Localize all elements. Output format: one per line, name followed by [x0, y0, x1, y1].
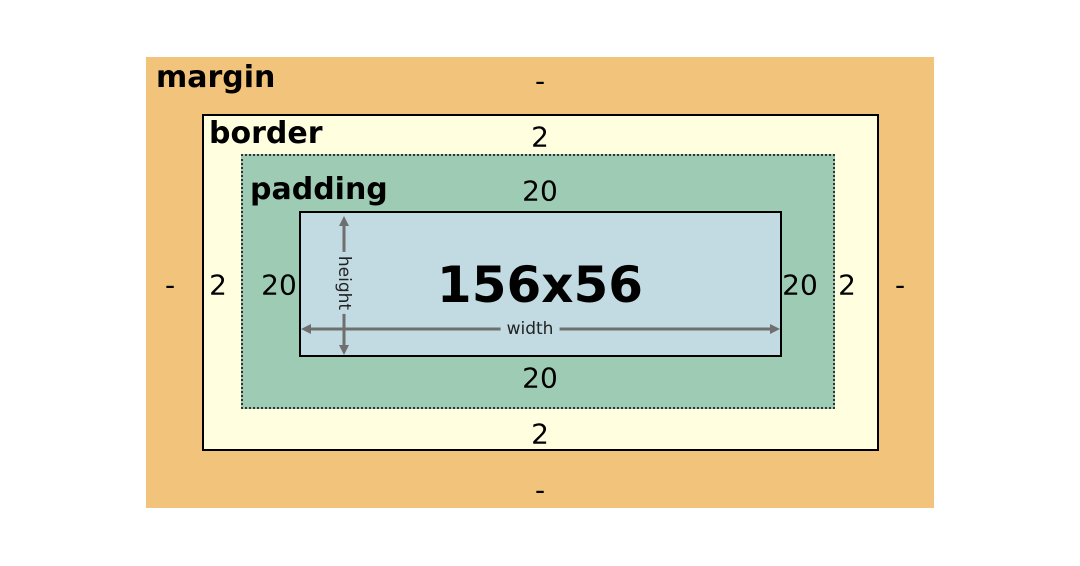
padding-left-value: 20: [261, 268, 297, 302]
padding-label: padding: [250, 172, 388, 207]
border-right-value: 2: [838, 268, 856, 302]
padding-top-value: 20: [522, 174, 558, 208]
width-label: width: [500, 319, 560, 339]
content-size: 156x56: [436, 256, 644, 314]
margin-bottom-value: -: [534, 473, 546, 507]
padding-bottom-value: 20: [522, 361, 558, 395]
height-label: height: [332, 251, 356, 315]
border-label: border: [209, 116, 323, 151]
margin-label: margin: [156, 60, 276, 95]
margin-top-value: -: [534, 64, 546, 98]
margin-left-value: -: [164, 268, 176, 302]
border-top-value: 2: [531, 120, 549, 154]
padding-right-value: 20: [782, 268, 818, 302]
margin-right-value: -: [894, 268, 906, 302]
border-left-value: 2: [209, 268, 227, 302]
border-bottom-value: 2: [531, 417, 549, 451]
